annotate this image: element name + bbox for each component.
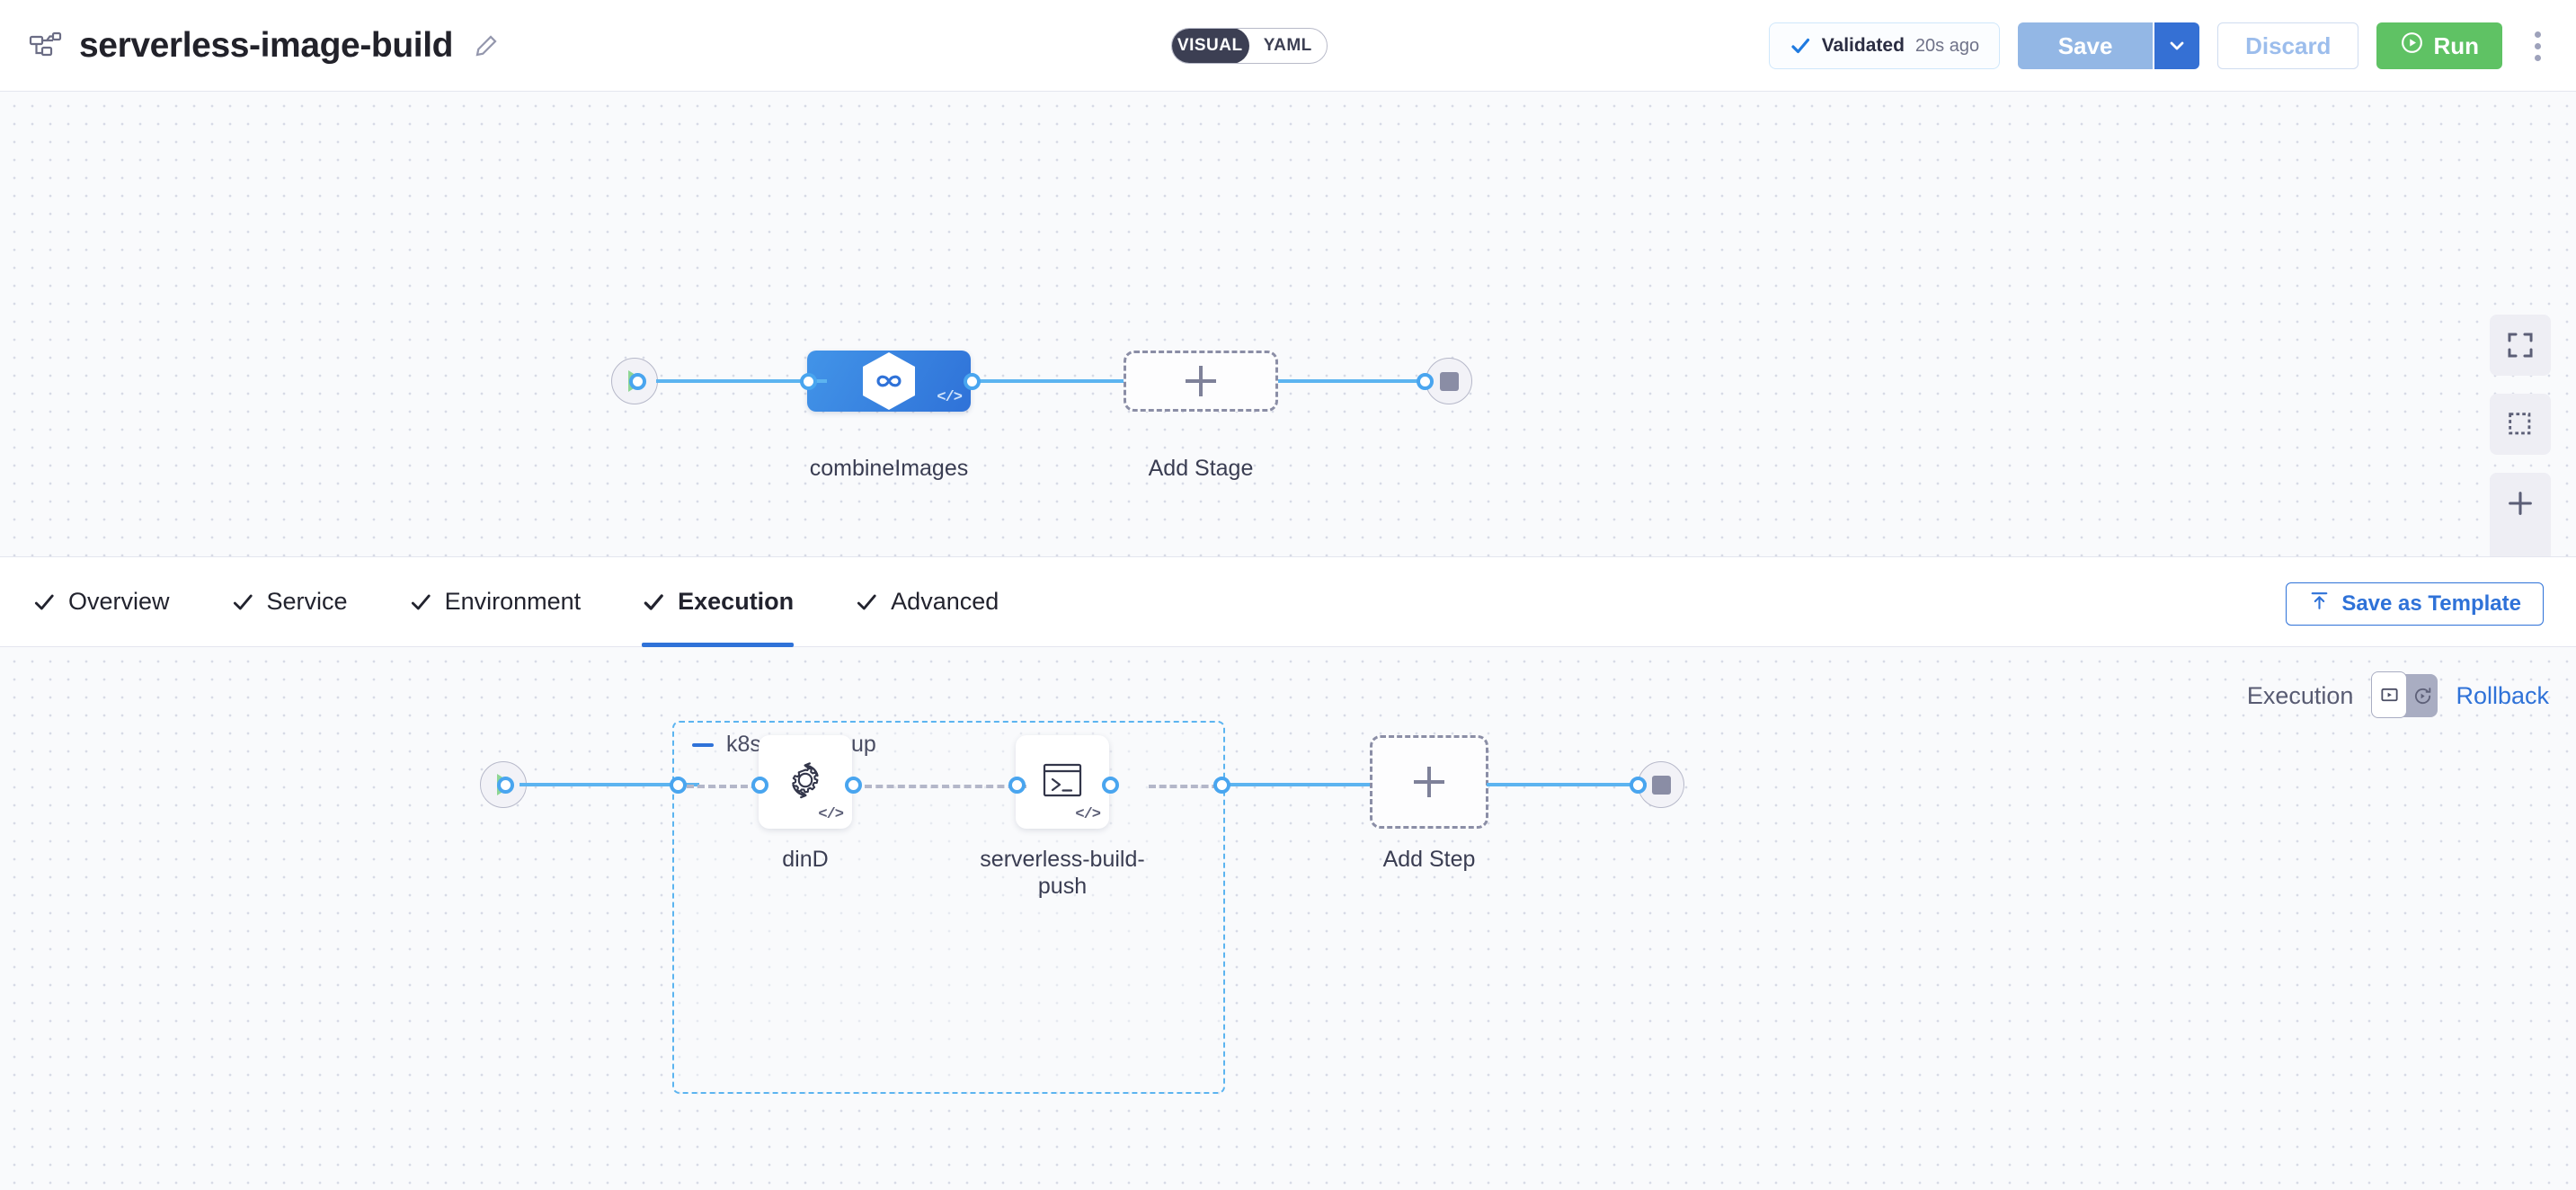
tab-label: Advanced <box>891 588 999 615</box>
plus-icon <box>1414 767 1444 797</box>
check-icon <box>642 591 665 614</box>
upload-template-icon <box>2308 590 2331 618</box>
pencil-icon[interactable] <box>473 32 500 59</box>
fit-to-screen-icon[interactable] <box>2490 315 2551 376</box>
status-badge-time: 20s ago <box>1914 35 1980 56</box>
mode-switch-track[interactable] <box>2371 671 2438 718</box>
pipeline-graph-icon <box>27 28 63 64</box>
zoom-in-icon[interactable] <box>2490 473 2551 534</box>
run-button-label: Run <box>2433 31 2479 59</box>
tab-overview[interactable]: Overview <box>32 557 170 647</box>
code-badge: </> <box>937 389 963 406</box>
connector-line <box>1487 783 1647 786</box>
code-badge: </> <box>1075 806 1101 823</box>
visual-yaml-toggle[interactable]: VISUAL YAML <box>1171 28 1328 64</box>
save-split-button: Save <box>2018 22 2200 69</box>
terminal-icon <box>1037 755 1088 810</box>
save-dropdown-button[interactable] <box>2153 22 2200 69</box>
connector-dot[interactable] <box>751 777 768 794</box>
connector-line <box>520 783 699 786</box>
page-title: serverless-image-build <box>79 25 454 65</box>
kebab-menu-icon[interactable] <box>2522 22 2553 69</box>
connector-dot[interactable] <box>1213 777 1230 794</box>
connector-dot[interactable] <box>845 777 862 794</box>
tab-execution[interactable]: Execution <box>642 557 795 647</box>
step-label: dinD <box>782 847 829 872</box>
harness-hexagon-icon <box>863 352 915 410</box>
rollback-switch-label[interactable]: Rollback <box>2456 681 2549 709</box>
tab-label: Execution <box>678 588 795 615</box>
tab-advanced[interactable]: Advanced <box>855 557 999 647</box>
add-step-button[interactable] <box>1370 735 1488 829</box>
execution-rollback-switch: Execution Rollback <box>2246 671 2549 718</box>
connector-dot[interactable] <box>497 777 514 794</box>
stage-tabs: Overview Service Environment Execution A… <box>0 557 2576 647</box>
add-step-label: Add Step <box>1382 847 1476 872</box>
execution-switch-label: Execution <box>2246 681 2354 709</box>
status-badge: Validated 20s ago <box>1768 22 2001 69</box>
connector-dot[interactable] <box>670 777 687 794</box>
connector-dot[interactable] <box>800 373 817 390</box>
zoom-out-icon[interactable] <box>2490 534 2551 556</box>
connector-line <box>1222 783 1370 786</box>
end-stop-node[interactable] <box>1426 358 1472 404</box>
mode-visual[interactable]: VISUAL <box>1172 29 1249 63</box>
step-label: serverless-build-push <box>980 847 1145 899</box>
connector-dot[interactable] <box>1417 373 1434 390</box>
tab-label: Overview <box>68 588 170 615</box>
gear-rotate-icon <box>780 755 831 810</box>
marquee-select-icon[interactable] <box>2490 394 2551 455</box>
connector-dot[interactable] <box>964 373 981 390</box>
zoom-controls <box>2490 473 2551 556</box>
step-node-serverless-build-push[interactable]: </> <box>1016 735 1109 829</box>
check-icon <box>32 591 56 614</box>
execution-canvas[interactable]: Execution Rollback <box>0 647 2576 1190</box>
run-button[interactable]: Run <box>2376 22 2502 69</box>
connector-line <box>656 379 827 383</box>
tab-label: Service <box>266 588 348 615</box>
header-left: serverless-image-build <box>27 26 500 66</box>
tab-service[interactable]: Service <box>231 557 348 647</box>
add-stage-label: Add Stage <box>1148 456 1254 481</box>
header-actions: Validated 20s ago Save Discard <box>1768 0 2553 92</box>
status-badge-label: Validated <box>1821 35 1905 56</box>
execution-play-box-icon[interactable] <box>2371 671 2407 718</box>
connector-dot[interactable] <box>1102 777 1119 794</box>
stage-label: combineImages <box>809 456 969 481</box>
check-icon <box>1790 35 1811 57</box>
connector-dot[interactable] <box>629 373 646 390</box>
app-header: serverless-image-build VISUAL YAML Valid… <box>0 0 2576 92</box>
rollback-arrow-icon[interactable] <box>2407 674 2438 717</box>
check-icon <box>231 591 254 614</box>
play-circle-icon <box>2400 31 2424 61</box>
code-badge: </> <box>818 806 844 823</box>
canvas-tools <box>2490 315 2551 556</box>
connector-line <box>971 379 1124 383</box>
connector-line-dashed <box>865 785 1026 788</box>
check-icon <box>409 591 432 614</box>
mode-yaml[interactable]: YAML <box>1263 36 1312 55</box>
save-as-template-button[interactable]: Save as Template <box>2286 582 2544 626</box>
stage-canvas[interactable]: </> combineImages Add Stage <box>0 92 2576 557</box>
minus-icon[interactable] <box>692 742 714 747</box>
stage-node-combineimages[interactable]: </> <box>807 351 971 412</box>
step-node-dind[interactable]: </> <box>759 735 852 829</box>
save-button[interactable]: Save <box>2018 22 2154 69</box>
connector-dot[interactable] <box>1630 777 1647 794</box>
plus-icon <box>1186 366 1216 396</box>
tab-label: Environment <box>444 588 582 615</box>
connector-line-dashed <box>687 785 759 788</box>
check-icon <box>855 591 878 614</box>
connector-line-dashed <box>1149 785 1230 788</box>
connector-line <box>1278 379 1431 383</box>
tab-environment[interactable]: Environment <box>409 557 582 647</box>
add-stage-button[interactable] <box>1124 351 1278 412</box>
discard-button[interactable]: Discard <box>2217 22 2359 69</box>
connector-dot[interactable] <box>1008 777 1026 794</box>
save-as-template-label: Save as Template <box>2341 591 2521 616</box>
